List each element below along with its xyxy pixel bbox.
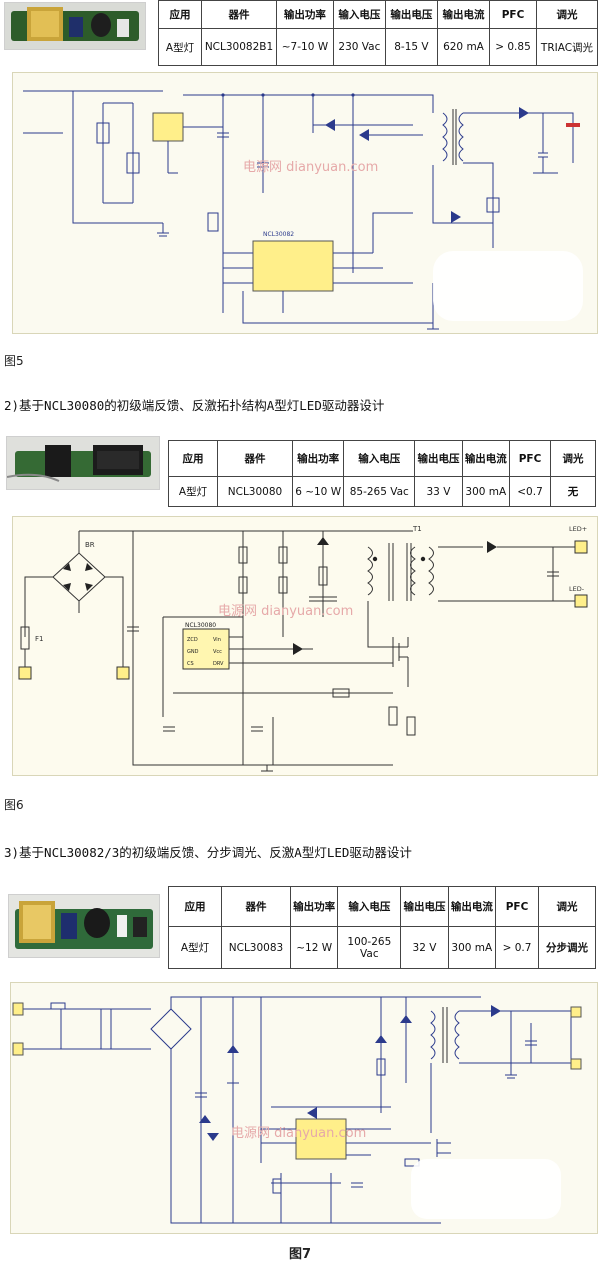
table-header: 输出电压	[384, 0, 438, 30]
table-cell: ~12 W	[289, 926, 339, 969]
table-header: 输出电压	[400, 886, 449, 927]
table-cell: NCL30082B1	[201, 28, 277, 66]
table-header: PFC	[495, 886, 539, 927]
table-header: 输出电流	[461, 440, 511, 477]
figure-label-7: 图7	[288, 1247, 312, 1262]
table-cell: NCL30080	[217, 476, 293, 507]
table-cell: 300 mA	[461, 476, 511, 507]
ic-pin: DRV	[213, 661, 224, 667]
table-header: 输入电压	[332, 0, 386, 30]
table-cell: NCL30083	[221, 926, 291, 969]
table-header: 调光	[550, 440, 596, 477]
watermark: 电源网 dianyuan.com	[218, 604, 353, 619]
table-cell: TRIAC调光	[536, 28, 598, 66]
spec-table-1: 应用 器件 输出功率 输入电压 输出电压 输出电流 PFC 调光 A型灯 NCL…	[158, 0, 598, 66]
product-photo-1	[4, 2, 146, 50]
table-cell: 8-15 V	[384, 28, 438, 66]
table-header: 输入电压	[343, 440, 416, 477]
bridge-label: BR	[85, 541, 95, 549]
table-cell: A型灯	[168, 926, 222, 969]
table-header: 输入电压	[337, 886, 402, 927]
ic-pin: ZCD	[187, 637, 198, 643]
section-heading-2: 2)基于NCL30080的初级端反馈、反激拓扑结构A型灯LED驱动器设计	[4, 398, 385, 413]
section-heading-3: 3)基于NCL30082/3的初级端反馈、分步调光、反激A型灯LED驱动器设计	[4, 845, 412, 860]
transformer-label: T1	[412, 525, 422, 533]
table-cell: 33 V	[414, 476, 463, 507]
table-cell: A型灯	[158, 28, 202, 66]
led-plus-label: LED+	[569, 525, 587, 533]
table-header: 应用	[158, 0, 202, 30]
figure-label-6: 图6	[4, 798, 24, 812]
figure-label-5: 图5	[4, 354, 24, 368]
spec-table-3: 应用 器件 输出功率 输入电压 输出电压 输出电流 PFC 调光 A型灯 NCL…	[168, 886, 596, 969]
table-header: 调光	[536, 0, 598, 30]
table-header: 应用	[168, 440, 218, 477]
table-cell: A型灯	[168, 476, 218, 507]
table-header: 输出电流	[447, 886, 497, 927]
table-cell: 6 ~10 W	[291, 476, 345, 507]
led-minus-label: LED-	[569, 585, 585, 593]
product-photo-2	[6, 436, 160, 490]
table-cell: <0.7	[509, 476, 551, 507]
table-header: PFC	[489, 0, 537, 30]
table-header: 器件	[217, 440, 293, 477]
schematic-figure-7: 电源网 dianyuan.com	[10, 982, 598, 1234]
table-cell: 300 mA	[447, 926, 497, 969]
ic-pin: CS	[187, 661, 194, 667]
table-cell: ~7-10 W	[276, 28, 334, 66]
table-header: 输出功率	[289, 886, 339, 927]
ic-pin: GND	[187, 649, 199, 655]
table-cell: 85-265 Vac	[343, 476, 416, 507]
ic-pin: Vin	[213, 637, 221, 643]
table-header: PFC	[509, 440, 551, 477]
table-cell: 230 Vac	[332, 28, 386, 66]
ic-label: NCL30080	[185, 622, 216, 629]
table-cell: 620 mA	[436, 28, 491, 66]
table-header: 应用	[168, 886, 222, 927]
table-header: 输出功率	[291, 440, 345, 477]
table-header: 输出电流	[436, 0, 491, 30]
schematic-figure-5: NCL30082 电源网 dianyuan.com	[12, 72, 598, 334]
table-cell: 100-265 Vac	[337, 926, 402, 969]
ic-label: NCL30082	[263, 231, 294, 238]
table-cell: 32 V	[400, 926, 449, 969]
table-header: 器件	[221, 886, 291, 927]
table-cell: > 0.85	[489, 28, 537, 66]
table-header: 调光	[538, 886, 596, 927]
table-header: 输出电压	[414, 440, 463, 477]
table-header: 输出功率	[276, 0, 334, 30]
schematic-figure-6: BR F1 T1 LED+ LED-	[12, 516, 598, 776]
ic-pin: Vcc	[213, 649, 222, 655]
fuse-label: F1	[35, 635, 43, 643]
watermark: 电源网 dianyuan.com	[243, 160, 378, 175]
product-photo-3	[8, 894, 160, 958]
table-cell: > 0.7	[495, 926, 539, 969]
table-header: 器件	[201, 0, 277, 30]
watermark: 电源网 dianyuan.com	[231, 1126, 366, 1141]
table-cell: 无	[550, 476, 596, 507]
table-cell: 分步调光	[538, 926, 596, 969]
spec-table-2: 应用 器件 输出功率 输入电压 输出电压 输出电流 PFC 调光 A型灯 NCL…	[168, 440, 596, 507]
